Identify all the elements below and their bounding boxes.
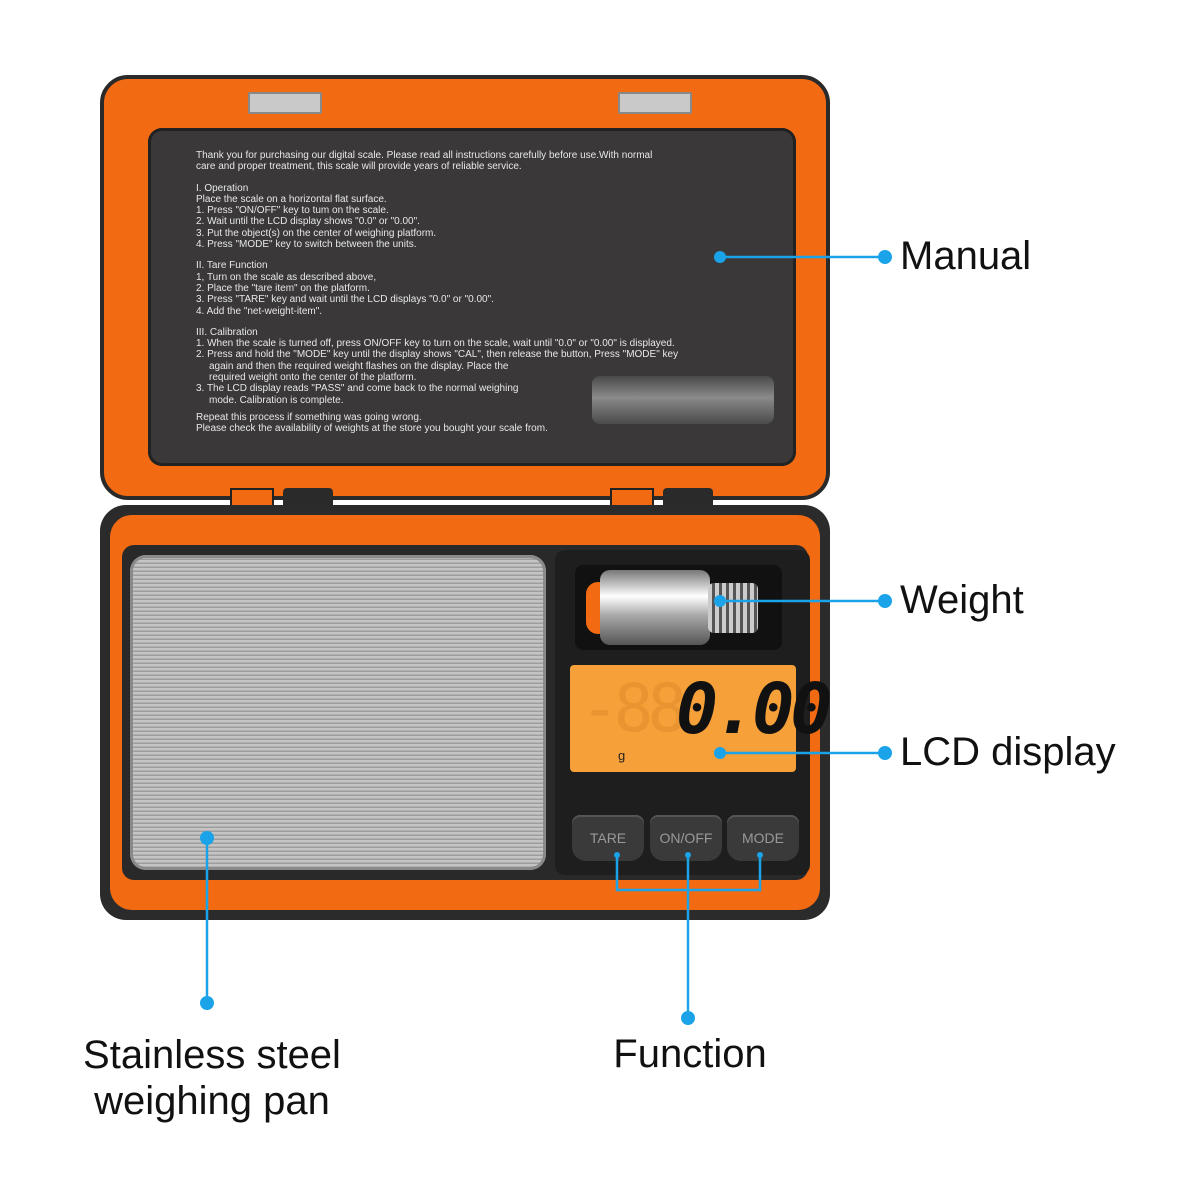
manual-dot-start: [714, 251, 726, 263]
manual-section-tare: II. Tare Function 1, Turn on the scale a…: [196, 260, 494, 317]
lid-clip-left: [248, 92, 322, 114]
lid-magnet: [592, 376, 774, 424]
label-function: Function: [613, 1032, 767, 1076]
manual-text: Thank you for purchasing our digital sca…: [196, 150, 766, 435]
manual-section-operation: I. Operation Place the scale on a horizo…: [196, 182, 437, 251]
label-lcd-display: LCD display: [900, 730, 1116, 774]
weight-dot-start: [714, 595, 726, 607]
label-pan-line1: Stainless steel: [83, 1033, 341, 1077]
weight-dot-end: [878, 594, 892, 608]
lcd-value: 0.00: [676, 668, 833, 750]
label-pan-line2: weighing pan: [94, 1079, 330, 1123]
pan-dot-start: [200, 831, 214, 845]
function-dot-tare: [614, 852, 620, 858]
manual-outro: Repeat this process if something was goi…: [196, 411, 548, 435]
mode-button[interactable]: MODE: [727, 815, 799, 861]
tare-button[interactable]: TARE: [572, 815, 644, 861]
function-dot-onoff: [685, 852, 691, 858]
function-dot-mode: [757, 852, 763, 858]
label-manual: Manual: [900, 234, 1032, 278]
manual-intro: Thank you for purchasing our digital sca…: [196, 150, 653, 173]
pan-dot-end: [200, 996, 214, 1010]
label-weight: Weight: [900, 578, 1024, 622]
lid-clip-right: [618, 92, 692, 114]
lcd-dot-start: [714, 747, 726, 759]
weighing-pan[interactable]: [130, 555, 546, 870]
lcd-dot-end: [878, 746, 892, 760]
function-dot-end: [681, 1011, 695, 1025]
manual-section-calibration: III. Calibration 1. When the scale is tu…: [196, 326, 679, 406]
lcd-ghost-digits: -88: [580, 670, 687, 747]
label-stainless-pan: Stainless steel weighing pan: [62, 1032, 362, 1124]
calibration-weight[interactable]: [600, 570, 710, 645]
lcd-unit: g: [618, 748, 626, 763]
weight-knob: [708, 583, 758, 633]
manual-dot-end: [878, 250, 892, 264]
